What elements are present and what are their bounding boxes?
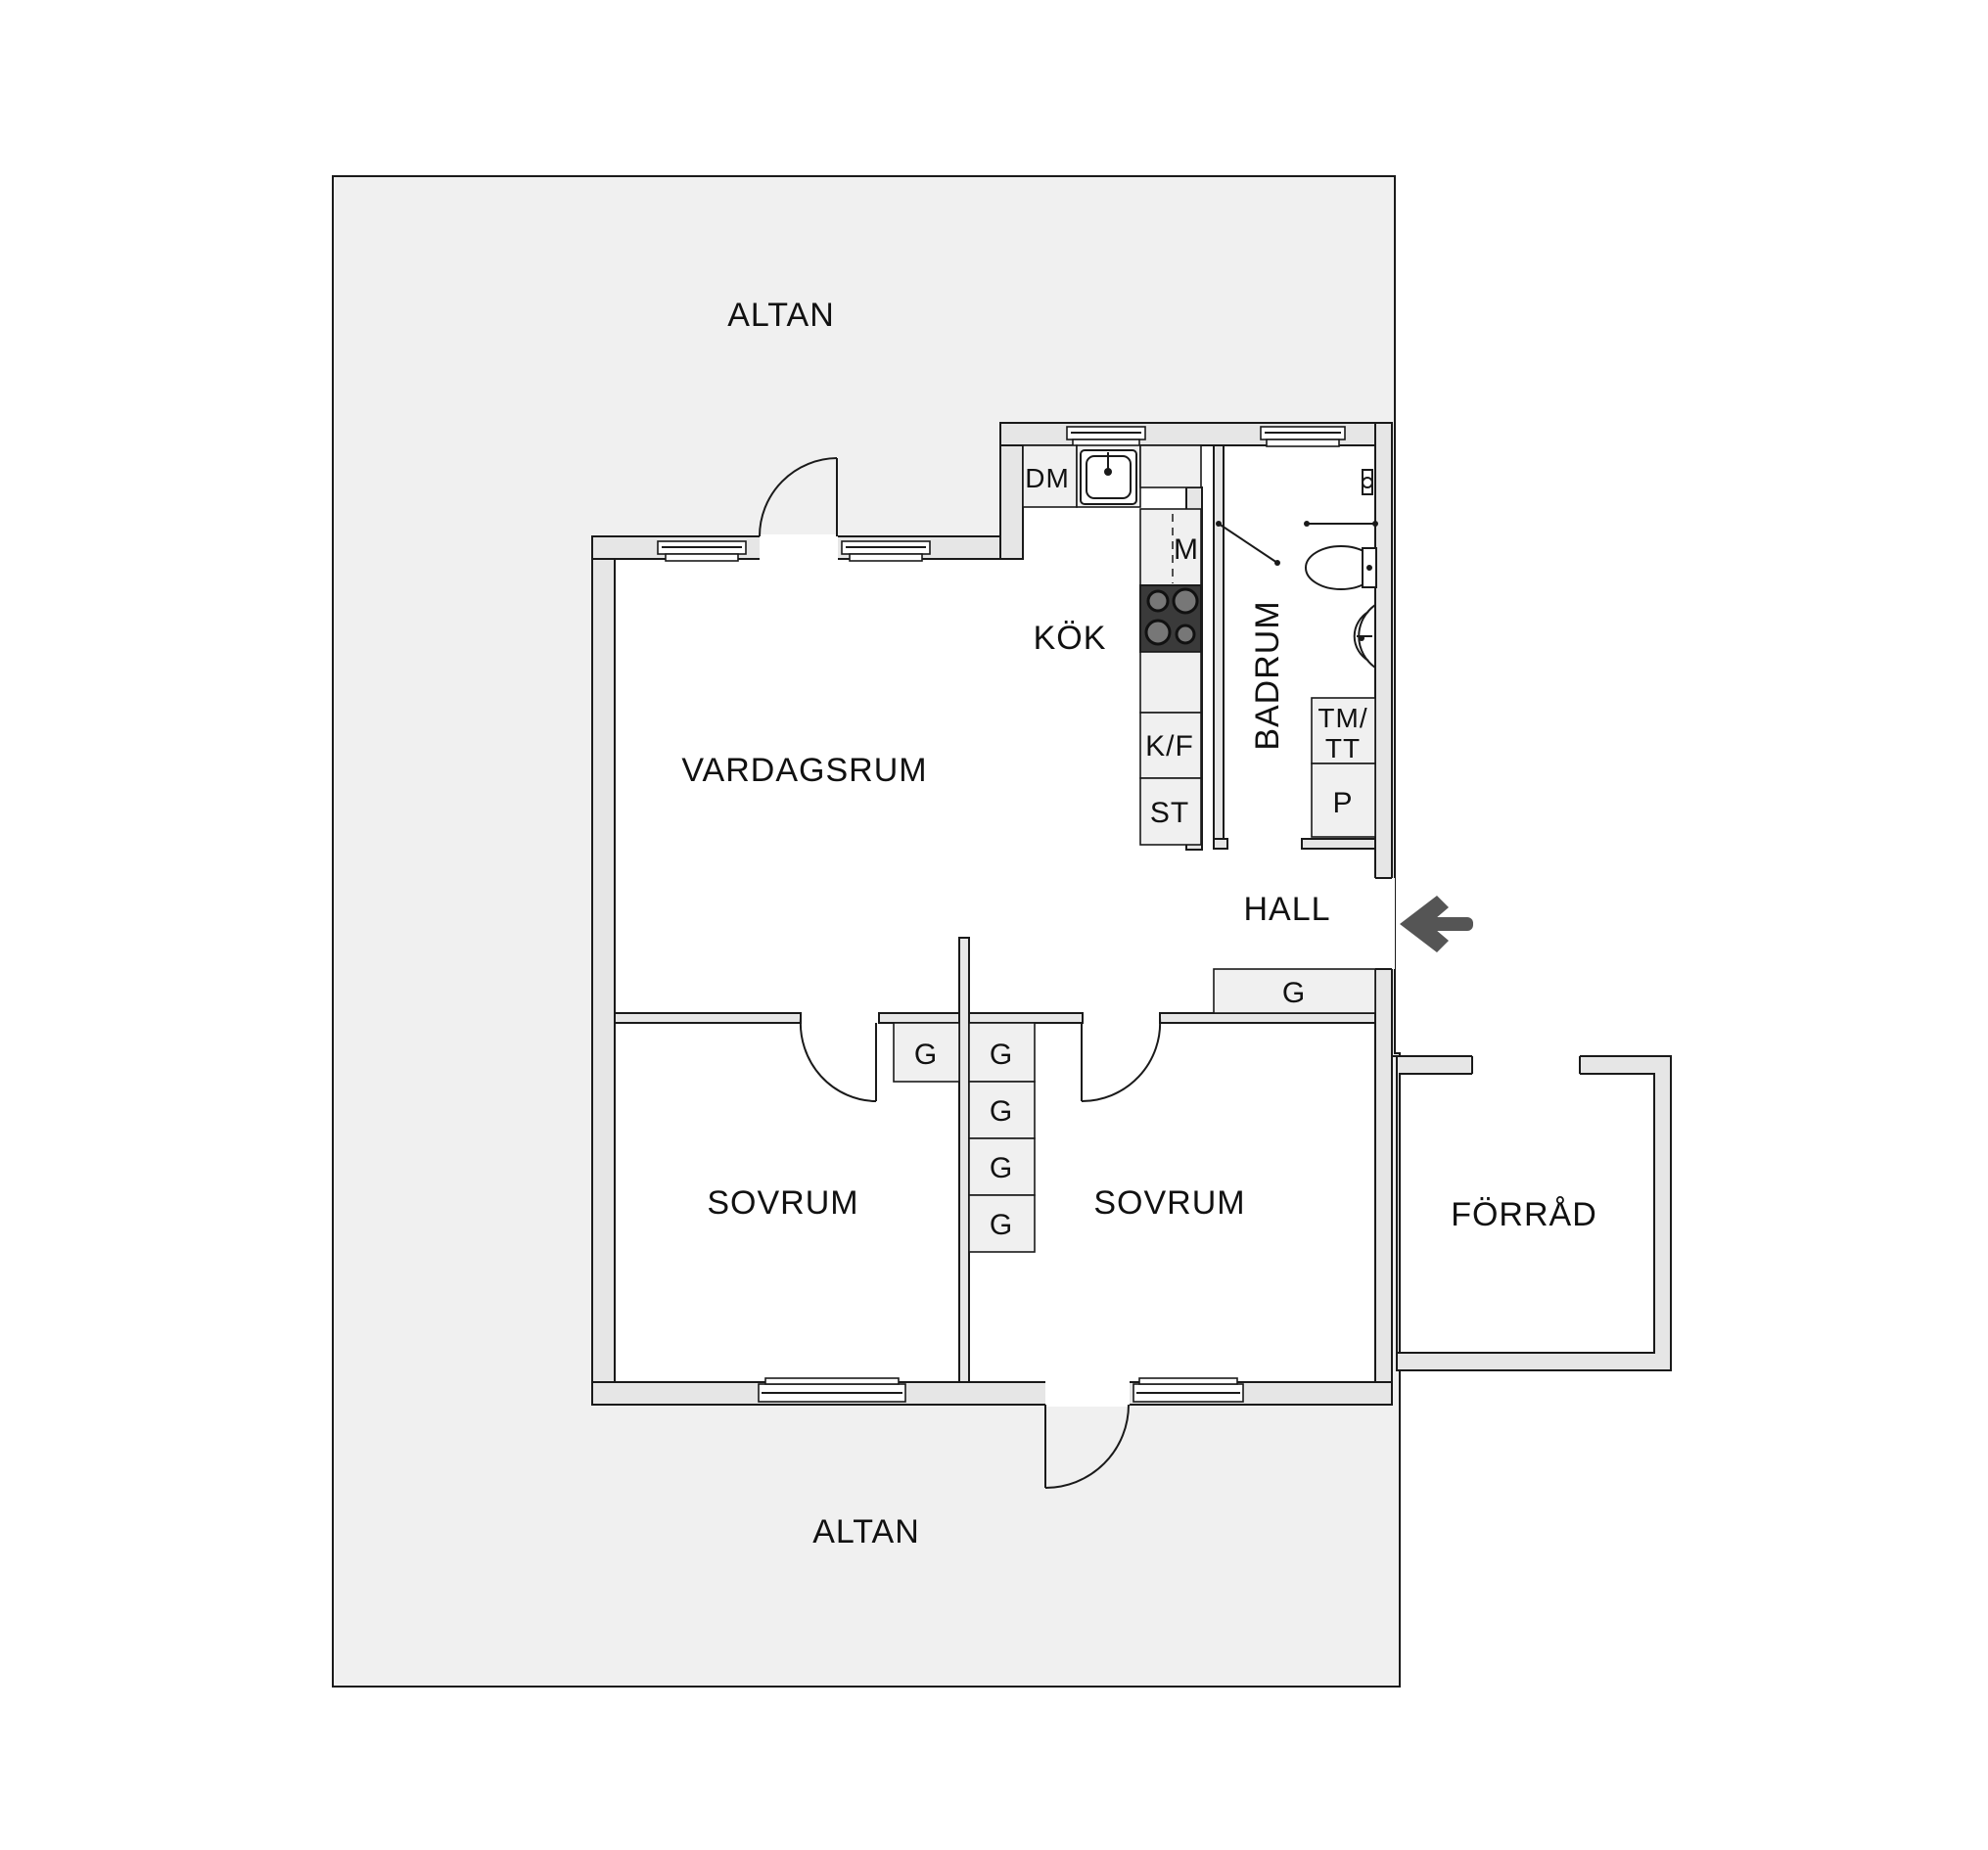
room-label-sovrum-left: SOVRUM — [707, 1184, 858, 1222]
sink-icon — [1080, 449, 1137, 505]
wardrobe-right-1 — [968, 1022, 1036, 1083]
room-label-vardagsrum: VARDAGSRUM — [681, 752, 927, 789]
dishwasher-cell — [1022, 444, 1078, 508]
fixture-label-tm: TM/ — [1318, 703, 1367, 733]
cabinet-p-cell — [1311, 763, 1376, 838]
window-living-left — [657, 540, 747, 562]
wardrobe-right-2 — [968, 1081, 1036, 1139]
arrow-left-icon — [1400, 896, 1473, 952]
stove-icon — [1139, 584, 1202, 653]
window-kitchen — [1066, 426, 1146, 447]
fixture-label-g-1: G — [990, 1039, 1013, 1071]
fixture-label-g-4: G — [990, 1209, 1013, 1241]
fixture-label-g-3: G — [990, 1152, 1013, 1184]
room-label-kok: KÖK — [1034, 620, 1107, 657]
wardrobe-right-4 — [968, 1194, 1036, 1253]
room-label-hall: HALL — [1243, 891, 1330, 928]
shower-icon — [1362, 469, 1373, 495]
toilet-icon — [1305, 545, 1377, 590]
storage-walls — [1392, 1053, 1672, 1371]
room-label-altan-bottom: ALTAN — [812, 1513, 920, 1550]
room-label-badrum: BADRUM — [1249, 600, 1286, 750]
wardrobe-bedroom-left — [893, 1022, 960, 1083]
wardrobes — [893, 968, 1376, 1253]
window-bathroom — [1260, 426, 1346, 447]
fridge-freezer-cell — [1139, 712, 1202, 779]
fixture-label-m: M — [1174, 533, 1199, 566]
room-label-sovrum-right: SOVRUM — [1093, 1184, 1245, 1222]
doors — [759, 457, 1395, 1489]
fixture-label-g-2: G — [990, 1095, 1013, 1128]
storage-cabinet-cell — [1139, 777, 1202, 846]
window-bedroom-left — [758, 1377, 906, 1403]
washer-dryer-cell — [1311, 697, 1376, 764]
fixture-label-dm: DM — [1025, 463, 1070, 493]
microwave-cell — [1139, 508, 1202, 586]
window-bedroom-right — [1133, 1377, 1244, 1403]
window-living-right — [841, 540, 931, 562]
washbasin-icon — [1353, 603, 1376, 670]
fixture-label-tt: TT — [1325, 733, 1361, 763]
room-label-forrad: FÖRRÅD — [1451, 1196, 1597, 1233]
wardrobe-hall — [1213, 968, 1376, 1014]
windows — [657, 426, 1346, 1403]
fixture-label-st: ST — [1150, 797, 1189, 829]
fixture-label-p: P — [1332, 787, 1353, 819]
fixture-label-kf: K/F — [1145, 730, 1194, 763]
bathroom-fixtures — [1216, 469, 1378, 838]
fixture-label-g-bedroom-left: G — [914, 1039, 938, 1071]
room-label-altan-top: ALTAN — [727, 297, 835, 334]
fixture-label-g-hall: G — [1282, 977, 1306, 1009]
kitchen-fixtures — [1022, 444, 1202, 846]
